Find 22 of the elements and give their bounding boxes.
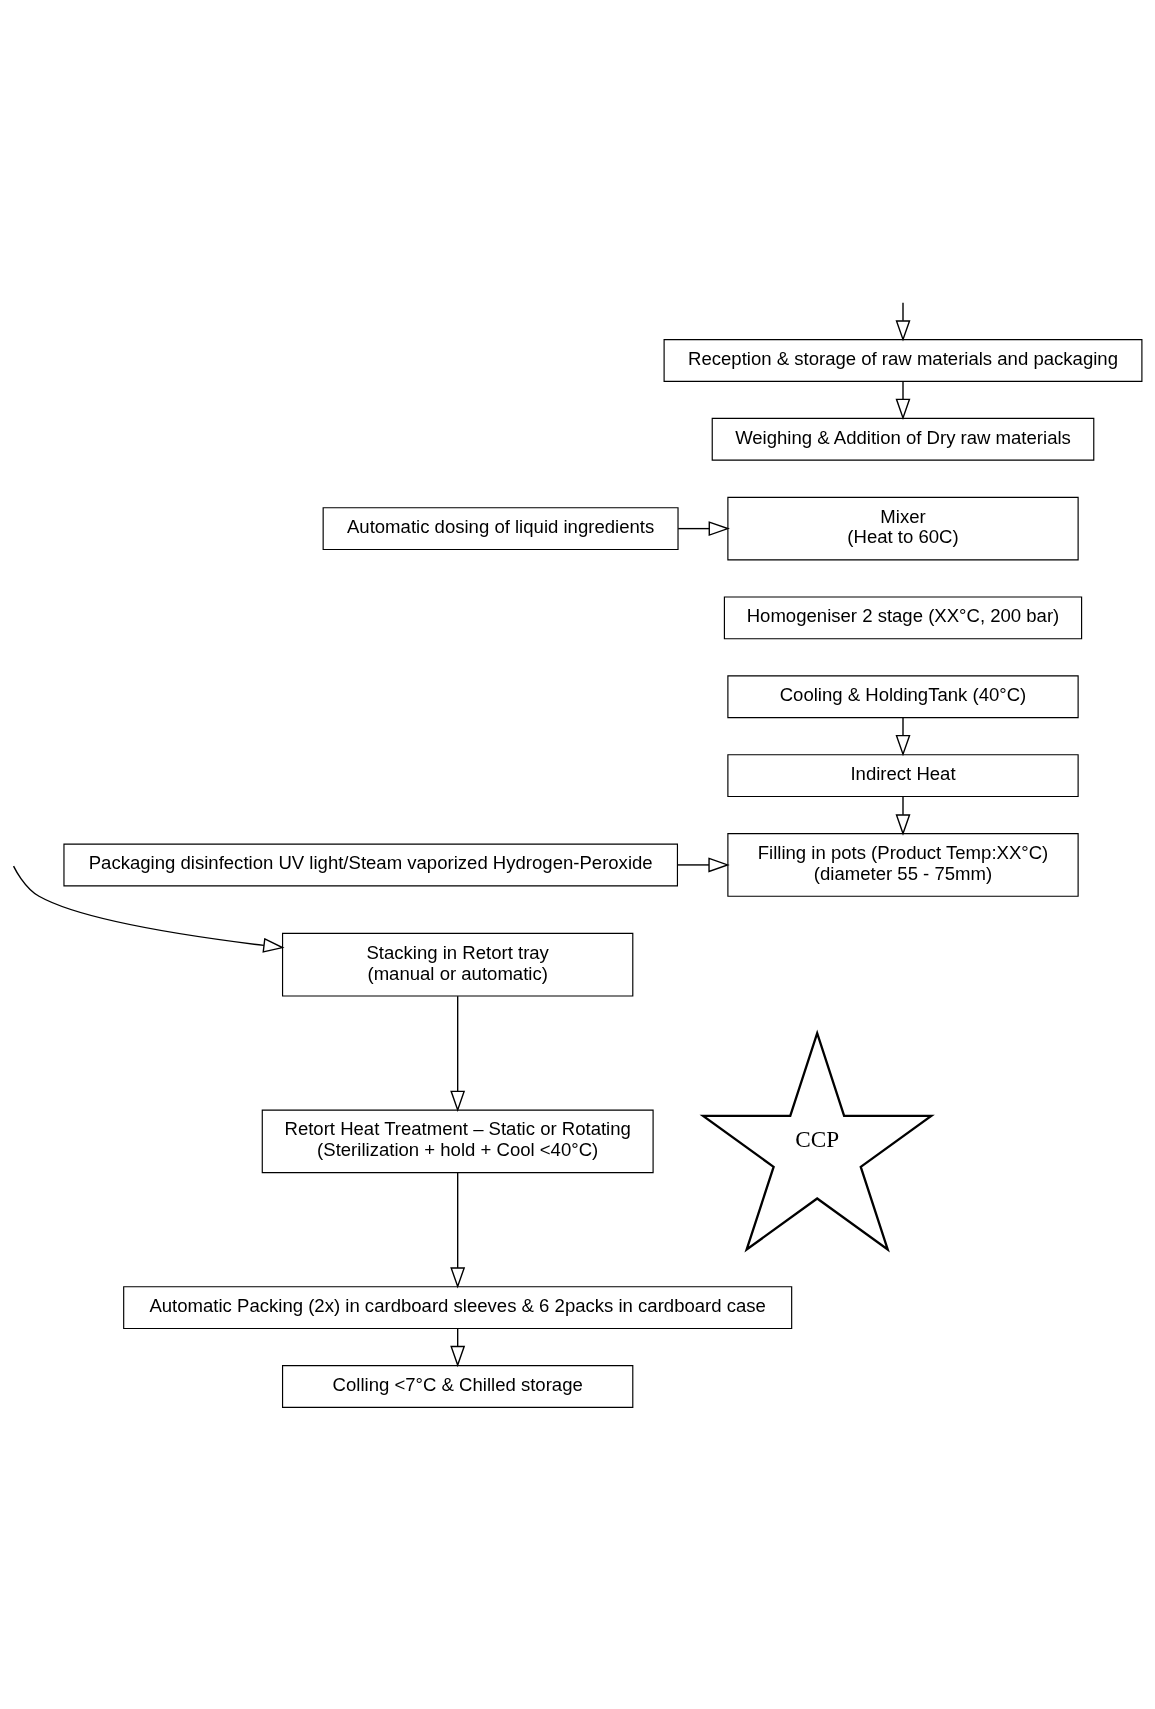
arrow <box>677 857 730 873</box>
node-box: Stacking in Retort tray (manual or automatic) <box>282 932 634 997</box>
arrow <box>677 521 730 537</box>
arrow <box>12 865 285 953</box>
arrow <box>450 995 466 1112</box>
arrow <box>895 717 911 757</box>
arrow <box>450 1172 466 1289</box>
node-box: Cooling & HoldingTank (40°C) <box>727 675 1079 719</box>
node-box: Indirect Heat <box>727 754 1079 798</box>
node-box: Mixer (Heat to 60C) <box>727 496 1079 561</box>
node-box: Homogeniser 2 stage (XX°C, 200 bar) <box>723 596 1083 640</box>
arrow <box>895 381 911 420</box>
node-box: Weighing & Addition of Dry raw materials <box>711 417 1095 461</box>
node-box: Filling in pots (Product Temp:XX°C) (diameter 55 - 75mm) <box>727 833 1079 897</box>
node-box: Packaging disinfection UV light/Steam vaporized Hydrogen-Peroxide <box>63 843 679 887</box>
node-box: Retort Heat Treatment – Static or Rotating (Sterilization + hold + Cool <40°C) <box>261 1109 654 1174</box>
node-box: Colling <7°C & Chilled storage <box>282 1365 634 1408</box>
node-box: Automatic dosing of liquid ingredients <box>322 507 679 551</box>
node-box: Automatic Packing (2x) in cardboard sleeves & 6 2packs in cardboard case <box>123 1286 793 1330</box>
arrow <box>895 301 911 342</box>
node-box: Reception & storage of raw materials and packaging <box>663 339 1143 382</box>
arrow <box>895 795 911 836</box>
